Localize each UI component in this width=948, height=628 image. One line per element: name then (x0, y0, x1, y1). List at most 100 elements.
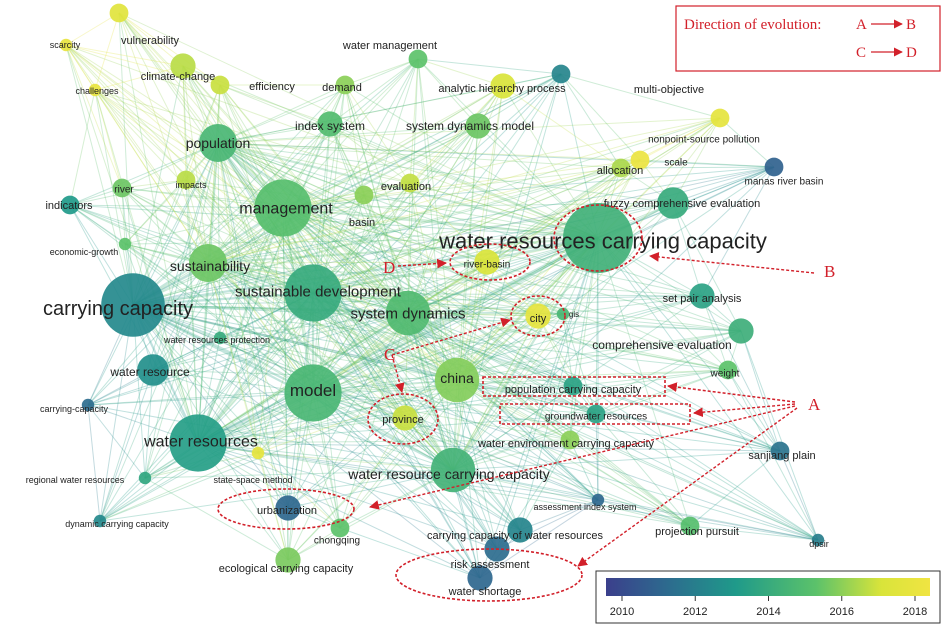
link-water-resources-carrying-capacity--carrying-capacity (87, 237, 599, 406)
link-sustainable-development--climate-change (182, 65, 314, 294)
label-demand: demand (322, 82, 362, 94)
link-sustainability--climate-change (182, 65, 209, 264)
link-impacts--economic-growth (124, 179, 187, 245)
link-system-dynamics--set-pair-analysis (407, 295, 703, 314)
link-river--impacts (121, 179, 187, 189)
node-population-carrying-capacity (563, 376, 583, 396)
label-sustainable-development: sustainable development (235, 283, 402, 300)
label-regional-water-resources: regional water resources (26, 475, 125, 485)
link-population--water-resource (152, 142, 219, 371)
link-sustainable-development--population-carrying-capacity (312, 292, 574, 387)
link-population--evaluation (217, 142, 411, 184)
link-sustainability--assessment-index-system (207, 262, 599, 501)
link-scarcity--river (65, 44, 123, 189)
link-system-dynamics--impacts (185, 179, 409, 314)
link-comprehensive-evaluation--fuzzy-comprehensive-evaluation (672, 202, 742, 332)
link-population--carrying-capacity (87, 142, 219, 406)
link-sustainability--ecological-carrying-capacity (207, 262, 289, 561)
label-ecological-carrying-capacity: ecological carrying capacity (219, 563, 354, 575)
link-set-pair-analysis--gis (562, 295, 703, 315)
node-china (434, 357, 480, 403)
arrow-b-wrcc (649, 252, 815, 274)
link-water-resource-carrying-capacity--urbanization (287, 469, 454, 509)
link-water-resource-carrying-capacity--multi-objective (452, 73, 562, 471)
label-china: china (440, 370, 474, 386)
label-indicators: indicators (45, 200, 93, 212)
node-carrying-capacity (101, 273, 165, 337)
legend-pair1-to: B (906, 17, 916, 33)
link-water-resource-carrying-capacity--state-space-method (257, 452, 454, 471)
node-dynamic-carrying-capacity (93, 514, 107, 528)
link-water-resources-carrying-capacity--management (282, 206, 599, 240)
label-population-carrying-capacity: population carrying capacity (505, 384, 642, 396)
link-sustainability--dynamic-carrying-capacity (99, 262, 209, 522)
link-population--fuzzy-comprehensive-evaluation (217, 142, 674, 204)
link-indicators--challenges (69, 89, 96, 206)
label-scarcity: scarcity (50, 40, 81, 50)
link-carrying-capacity--population-carrying-capacity (132, 304, 574, 387)
link-scarcity--climate-change (65, 44, 184, 67)
link-china--fuzzy-comprehensive-evaluation (456, 202, 674, 381)
link-dpsir--comprehensive-evaluation (740, 330, 819, 541)
link-management--challenges (94, 89, 284, 209)
link-sustainability--nonpoint-source-pollution (207, 117, 721, 264)
link-sustainability--water-shortage (207, 262, 481, 579)
link-carrying-capacity--province (132, 304, 406, 419)
label-water-resources: water resources (143, 434, 258, 451)
link-water-resources-carrying-capacity--sustainability (207, 236, 599, 265)
link-system-dynamics--indicators (69, 204, 409, 314)
node-gis (556, 307, 570, 321)
link-water-resources--population (197, 142, 219, 444)
node-comprehensive-evaluation (728, 318, 754, 344)
link-water-resource-carrying-capacity--nonpoint-source-pollution (452, 117, 721, 471)
label-comprehensive-evaluation: comprehensive evaluation (592, 338, 731, 352)
label-challenges: challenges (75, 86, 119, 96)
link-model--projection-pursuit (312, 392, 691, 527)
link-system-dynamics--population (217, 142, 409, 314)
link-model--scale (312, 159, 641, 394)
link-index-system--evaluation (329, 123, 411, 184)
link-water-management--demand (344, 58, 419, 86)
link-china--urbanization (287, 379, 458, 509)
link-model--evaluation (312, 182, 411, 394)
link-sustainable-development--challenges (94, 89, 314, 294)
link-water-resource-carrying-capacity--population-carrying-capacity (452, 385, 574, 471)
link-water-resource--regional-water-resources (144, 369, 154, 479)
link-manas-river-basin--set-pair-analysis (701, 166, 775, 297)
link-management--dpsir (282, 207, 819, 541)
link-water-resources--analytic-hierarchy-process (197, 85, 504, 444)
link-system-dynamics--challenges (94, 89, 409, 314)
link-system-dynamics--risk-assessment (407, 312, 498, 550)
link-water-resource-carrying-capacity--indicators (69, 204, 454, 471)
link-carrying-capacity--nonpoint-source-pollution (132, 117, 721, 306)
link-sanjiang-plain--dpsir (779, 450, 819, 541)
link-system-dynamics-model--evaluation (409, 125, 479, 184)
link-manas-river-basin--fuzzy-comprehensive-evaluation (672, 166, 775, 204)
node-allocation (611, 158, 631, 178)
link-sustainable-development--dynamic-carrying-capacity (99, 292, 314, 522)
label-dynamic-carrying-capacity: dynamic carrying capacity (65, 519, 169, 529)
link-model--scarcity (65, 44, 314, 394)
link-water-resources-carrying-capacity--economic-growth (124, 237, 599, 245)
link-water-resources--scarcity (65, 44, 199, 444)
link-projection-pursuit--dpsir (689, 525, 819, 541)
link-model--gis (312, 313, 564, 394)
link-china--index-system (329, 123, 458, 381)
link-sanjiang-plain--weight (727, 369, 781, 452)
link-sustainability--water-resource (152, 262, 209, 371)
link-sustainable-development--water-resource (152, 292, 314, 371)
highlight-province (367, 393, 439, 445)
link-china--economic-growth (124, 243, 458, 381)
link-water-resource-carrying-capacity--challenges (94, 89, 454, 471)
link-water-resources--demand (197, 84, 346, 444)
label-efficiency: efficiency (249, 81, 295, 93)
link-model--assessment-index-system (312, 392, 599, 501)
label-vulnerability: vulnerability (121, 35, 180, 47)
link-water-resources-carrying-capacity--water-resources-protection (219, 237, 599, 339)
link-water-resource-carrying-capacity--fuzzy-comprehensive-evaluation (452, 202, 674, 471)
colorbar-tick-2014: 2014 (756, 606, 780, 618)
link-sustainability--risk-assessment (207, 262, 498, 550)
link-water-resources--city (197, 315, 539, 444)
link-carrying-capacity--system-dynamics (132, 303, 409, 315)
link-population--weight (217, 142, 729, 371)
